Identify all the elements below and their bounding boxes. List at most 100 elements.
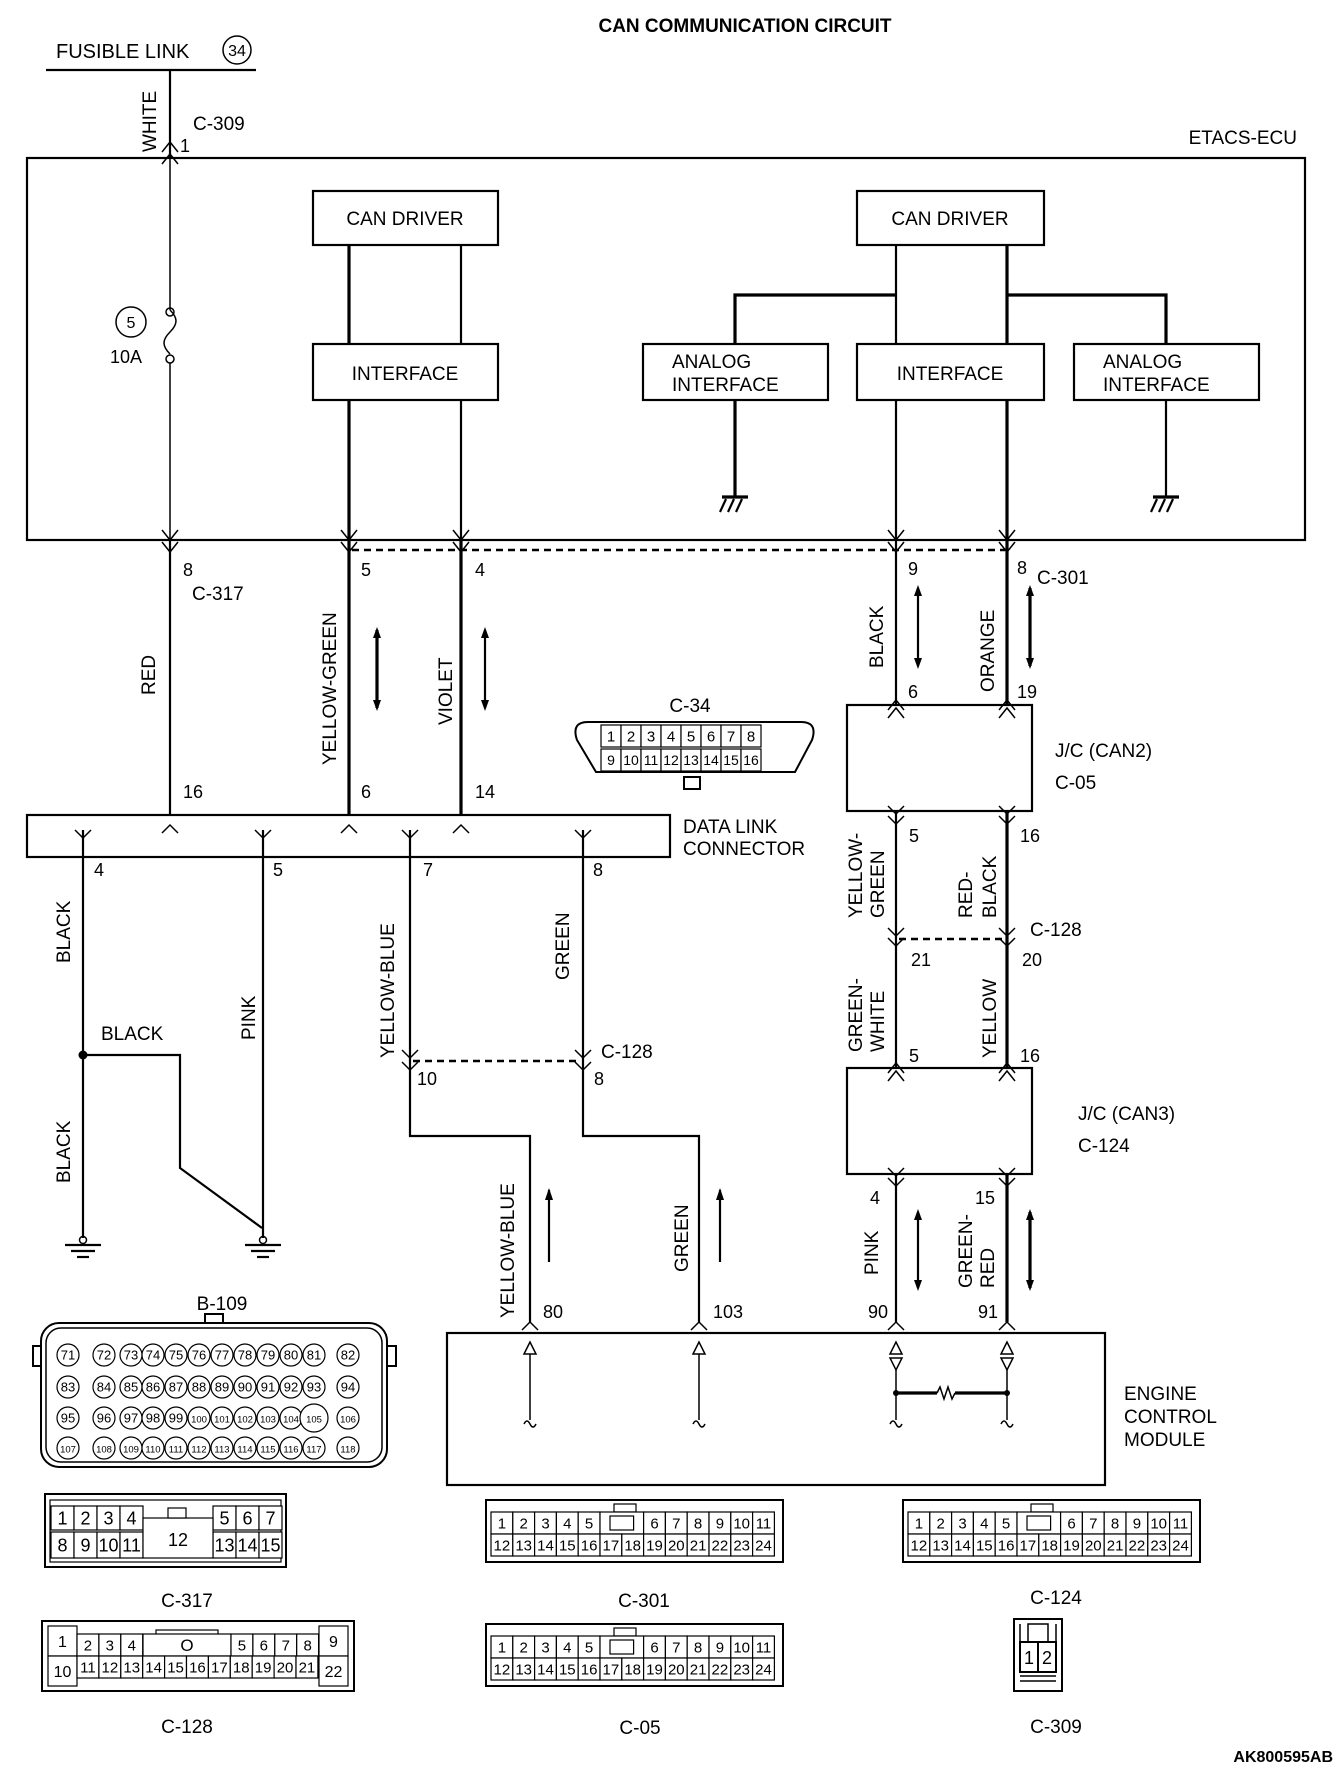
connector-pin-cell	[164, 1375, 188, 1399]
connector-pin-number: 12	[494, 1661, 511, 1678]
wire-color-black-can: BLACK	[867, 605, 888, 668]
connector-pin-number: 16	[581, 1537, 598, 1554]
connector-pin-number: 22	[325, 1664, 343, 1681]
connector-pin-number: 78	[238, 1348, 252, 1363]
jc-can2-out-pin-5: 5	[909, 826, 919, 846]
connector-pin-number: 18	[624, 1661, 641, 1678]
connector-c128-left-label: C-128	[601, 1042, 653, 1063]
connector-pin-cell	[256, 1406, 280, 1430]
connector-pin-number: 112	[191, 1445, 206, 1456]
connector-c301-view-label: C-301	[618, 1591, 670, 1612]
connector-pin-number: 73	[124, 1348, 138, 1363]
connector-pin-number: 1	[498, 1515, 506, 1532]
connector-pin-cell	[210, 1375, 234, 1399]
wire-color-black-branch: BLACK	[101, 1024, 164, 1045]
connector-pin-number: 9	[607, 752, 615, 768]
connector-pin-number: 114	[237, 1445, 252, 1456]
connector-pin-number: 77	[215, 1348, 229, 1363]
connector-pin-number: 17	[211, 1659, 228, 1676]
connector-pin-number: 15	[260, 1535, 280, 1555]
connector-pin-cell	[279, 1436, 303, 1460]
connector-pin-number: 21	[690, 1537, 707, 1554]
connector-pin-number: 14	[537, 1661, 554, 1678]
connector-pin-number: O	[180, 1636, 193, 1655]
connector-pin-number: 104	[283, 1415, 299, 1426]
connector-pin-number: 2	[84, 1637, 92, 1654]
connector-pin-number: 1	[915, 1515, 923, 1532]
connector-pin-number: 6	[650, 1515, 658, 1532]
connector-pin-number: 111	[169, 1445, 183, 1456]
connector-pin-cell	[740, 748, 762, 772]
right-interface-box	[855, 342, 1046, 402]
connector-pin-number: 94	[341, 1380, 355, 1395]
ecm-pin-91: 91	[978, 1302, 998, 1322]
connector-pin-cell	[258, 1531, 283, 1559]
connector-pin-number: 6	[242, 1508, 252, 1528]
wire-color-pink-can: PINK	[862, 1230, 883, 1275]
wire-color-black-lower: BLACK	[54, 1120, 75, 1183]
connector-c309-view: 1 2	[1013, 1618, 1063, 1692]
connector-pin-number: 106	[340, 1415, 356, 1426]
connector-pin-cell	[141, 1436, 165, 1460]
connector-pin-cell	[210, 1406, 234, 1430]
pin-c309-1: 1	[180, 136, 190, 156]
connector-pin-cell	[187, 1375, 211, 1399]
fusible-link-label: FUSIBLE LINK	[56, 41, 190, 63]
connector-pin-number: 2	[520, 1515, 528, 1532]
wire-color-violet: VIOLET	[436, 657, 457, 725]
wire-color-yellow-green: YELLOW-GREEN	[320, 612, 341, 765]
connector-pin-cell	[164, 1343, 188, 1367]
left-can-driver-box	[311, 189, 500, 247]
connector-pin-number: 8	[747, 728, 755, 745]
connector-c301-label: C-301	[1037, 568, 1089, 589]
c309-pin-1: 1	[1024, 1648, 1034, 1668]
connector-pin-number: 5	[219, 1508, 229, 1528]
connector-pin-cell	[751, 1657, 775, 1681]
dlc-pin-14: 14	[475, 782, 495, 802]
connector-pin-number: 15	[976, 1537, 993, 1554]
right-interface-label: INTERFACE	[897, 364, 1004, 385]
connector-pin-cell	[56, 1406, 80, 1430]
connector-pin-number: 20	[668, 1661, 685, 1678]
connector-pin-number: 7	[282, 1637, 290, 1654]
connector-pin-number: 88	[192, 1380, 206, 1395]
jc-can2-connector: C-05	[1055, 773, 1096, 794]
connector-pin-number: 23	[733, 1537, 750, 1554]
connector-pin-number: 95	[61, 1411, 75, 1426]
data-link-connector: DATA LINK CONNECTOR	[25, 813, 805, 860]
ecm-pin-90: 90	[868, 1302, 888, 1322]
connector-pin-number: 12	[168, 1530, 188, 1550]
connector-pin-number: 82	[341, 1348, 355, 1363]
connector-pin-number: 8	[57, 1535, 67, 1555]
wire-color-yellow: YELLOW	[980, 979, 1001, 1058]
c128-pin-20: 20	[1022, 950, 1042, 970]
connector-pin-cell	[256, 1436, 280, 1460]
connector-pin-cell	[302, 1375, 326, 1399]
connector-pin-number: 97	[124, 1411, 138, 1426]
connector-pin-cell	[233, 1436, 257, 1460]
connector-pin-cell	[336, 1343, 360, 1367]
connector-pin-number: 9	[80, 1535, 90, 1555]
signal-direction-arrow-icon	[716, 1188, 724, 1262]
dlc-pin-16: 16	[183, 782, 203, 802]
connector-pin-number: 15	[559, 1537, 576, 1554]
pin-etacs-5: 5	[361, 560, 371, 580]
connector-pin-number: 7	[1089, 1515, 1097, 1532]
connector-pin-number: 101	[214, 1415, 230, 1426]
connector-pin-cell	[295, 1655, 319, 1679]
connector-pin-number: 10	[733, 1639, 750, 1656]
connector-pin-number: 7	[265, 1508, 275, 1528]
jc-can2-label: J/C (CAN2)	[1055, 741, 1152, 762]
ground-icon	[65, 1235, 101, 1259]
connector-pin-cell	[279, 1343, 303, 1367]
connector-pin-number: 108	[96, 1445, 112, 1456]
connector-pin-cell	[318, 1655, 349, 1687]
connector-pin-number: 14	[145, 1659, 162, 1676]
connector-pin-number: 16	[189, 1659, 206, 1676]
wire-color-red: RED	[139, 655, 160, 695]
connector-pin-number: 14	[703, 752, 719, 768]
connector-pin-number: 13	[123, 1659, 140, 1676]
dlc-output-wires: 4 BLACK BLACK BLACK 5 PINK 7 YELLOW-BLUE…	[54, 830, 724, 1322]
connector-pin-number: 23	[733, 1661, 750, 1678]
